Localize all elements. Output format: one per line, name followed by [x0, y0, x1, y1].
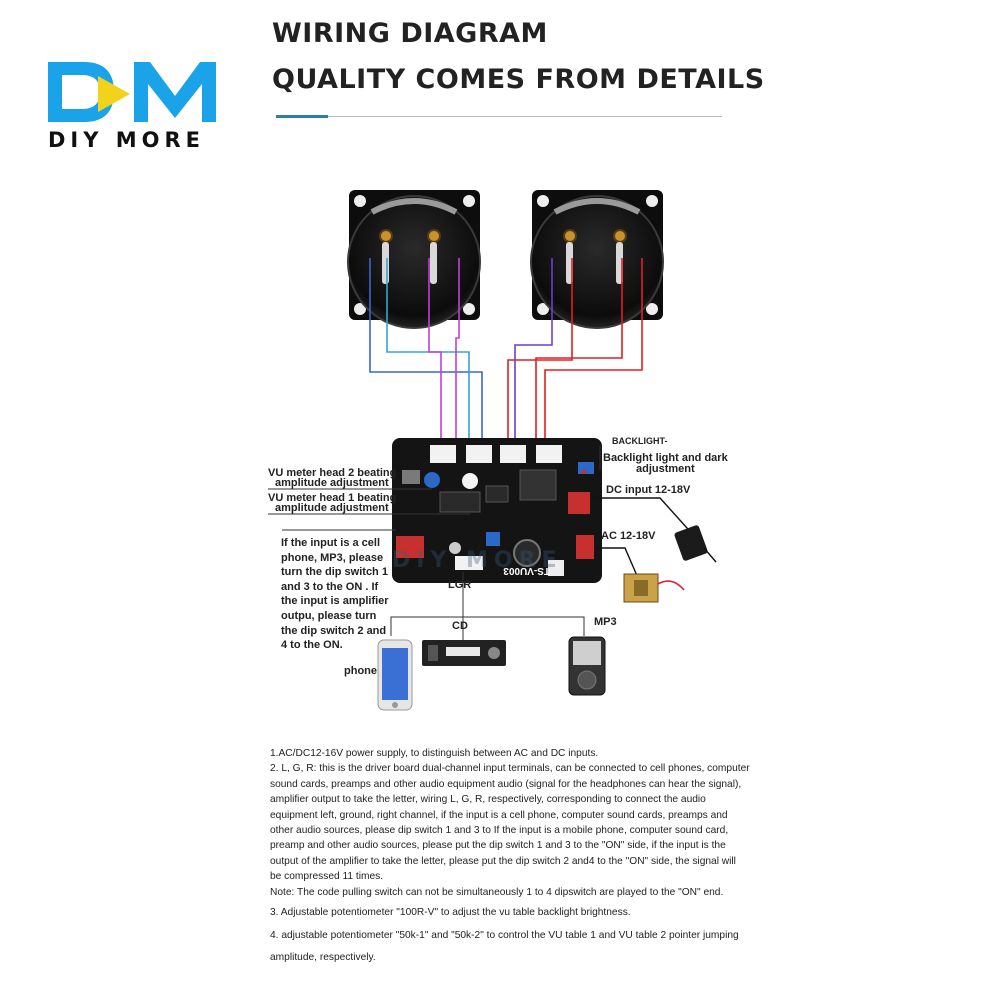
dip-switch-note: If the input is a cell phone, MP3, pleas…	[281, 537, 389, 652]
note-3: 3. Adjustable potentiometer "100R-V" to …	[270, 907, 631, 919]
note-2: 2. L, G, R: this is the driver board dua…	[270, 763, 750, 883]
vu-meter-1	[530, 190, 664, 329]
mp3-player	[568, 636, 606, 696]
page-subtitle: QUALITY COMES FROM DETAILS	[272, 64, 765, 95]
lgr-label: LGR	[448, 579, 472, 591]
wires	[369, 258, 643, 455]
leader-lines	[268, 446, 601, 640]
header-divider-accent	[276, 115, 328, 118]
page-title: WIRING DIAGRAM	[272, 18, 548, 49]
cd-player	[422, 640, 506, 666]
note-4: 4. adjustable potentiometer "50k-1" and …	[270, 930, 739, 964]
vu2-adjust-label-1: VU meter head 2 beating	[268, 467, 397, 479]
note-warning: Note: The code pulling switch can not be…	[270, 886, 724, 898]
phone-label: phone	[344, 665, 377, 677]
dc-adapter	[594, 497, 717, 563]
note-1: 1.AC/DC12-16V power supply, to distingui…	[270, 748, 599, 759]
ac-input-label: AC 12-18V	[601, 530, 656, 542]
watermark: DIY MORE	[392, 548, 563, 573]
header-divider	[276, 116, 722, 117]
vu-meter-2	[347, 190, 481, 329]
cd-label: CD	[452, 620, 468, 632]
driver-board: TS-VU003	[392, 438, 602, 583]
vu1-adjust-label-1: VU meter head 1 beating	[268, 492, 397, 504]
diy-more-logo	[48, 62, 216, 122]
switch-indicators	[582, 470, 586, 474]
logo-text: DIY MORE	[48, 128, 206, 152]
phone-device	[377, 639, 413, 711]
backlight-adjust-label-2: adjustment	[636, 463, 695, 475]
instruction-notes: 1.AC/DC12-16V power supply, to distingui…	[270, 746, 750, 969]
backlight-label: BACKLIGHT-	[612, 436, 668, 446]
vu1-adjust-label-2: amplitude adjustment	[275, 502, 389, 514]
board-model-label: TS-VU003	[503, 565, 550, 576]
dc-input-label: DC input 12-18V	[606, 484, 691, 496]
backlight-adjust-label-1: Backlight light and dark	[603, 452, 728, 464]
mp3-label: MP3	[594, 616, 617, 628]
vu2-adjust-label-2: amplitude adjustment	[275, 477, 389, 489]
ac-transformer	[594, 547, 685, 603]
